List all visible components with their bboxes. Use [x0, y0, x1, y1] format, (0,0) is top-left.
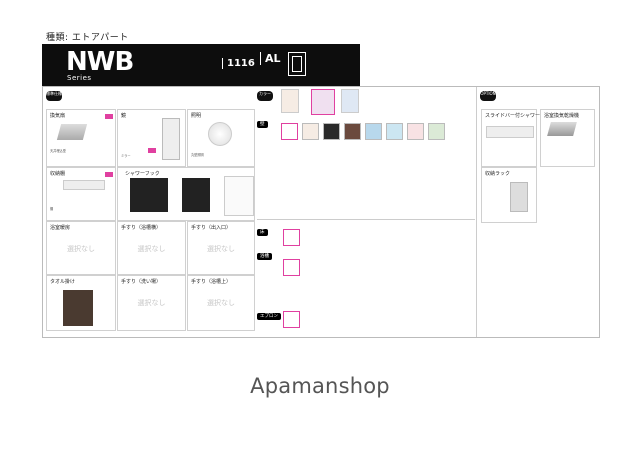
- door-icon: [288, 52, 306, 76]
- page-caption: 種類: エトアパート: [46, 33, 129, 43]
- series-title: NWB: [66, 47, 134, 77]
- shower-photo-1: [130, 178, 168, 212]
- opt-dryer[interactable]: 浴室換気乾燥機: [540, 109, 595, 167]
- empty-label: 選択なし: [67, 245, 95, 253]
- item-fan[interactable]: 換気扇 天井埋込型: [46, 109, 116, 167]
- size-label: 1116: [222, 58, 255, 69]
- tub-label: 浴槽: [257, 253, 272, 260]
- floor-swatch[interactable]: [283, 229, 300, 246]
- tub-swatch[interactable]: [283, 259, 300, 276]
- item-towel-title: タオル掛け: [50, 279, 76, 285]
- std-tag: [105, 172, 113, 177]
- item-shelf[interactable]: 収納棚 棚: [46, 167, 116, 221]
- item-mirror[interactable]: 鏡 ミラー: [117, 109, 186, 167]
- panel-basic[interactable]: [281, 89, 299, 113]
- item-light-desc: 丸型照明: [191, 153, 204, 157]
- item-rail-bath[interactable]: 手すり（浴槽横） 選択なし: [117, 221, 186, 275]
- floor-label: 床: [257, 229, 268, 236]
- standard-badge-label: 標準仕様: [46, 91, 62, 96]
- item-rail-bath-title: 手すり（浴槽横）: [121, 225, 162, 231]
- opt-rack-title: 収納ラック: [485, 171, 511, 177]
- divider: [257, 219, 475, 220]
- opt-dryer-title: 浴室換気乾燥機: [544, 113, 580, 119]
- item-rail-entry-title: 手すり（出入口）: [191, 225, 232, 231]
- item-rail-top[interactable]: 手すり（浴槽上） 選択なし: [187, 275, 255, 331]
- color-badge: カラー: [257, 91, 273, 101]
- opt-shower-bar-title: スライドバー付シャワー: [485, 113, 541, 119]
- item-shower-title: シャワーフック: [125, 171, 160, 177]
- item-rail-top-title: 手すり（浴槽上）: [191, 279, 232, 285]
- item-towel[interactable]: タオル掛け: [46, 275, 116, 331]
- series-banner: NWB Series 1116 AL: [42, 44, 360, 86]
- wall-swatch-blue[interactable]: [365, 123, 382, 140]
- shower-detail: [224, 176, 254, 216]
- empty-label: 選択なし: [137, 245, 166, 253]
- item-mirror-desc: ミラー: [121, 154, 131, 158]
- item-heater[interactable]: 浴室暖房 選択なし: [46, 221, 116, 275]
- rack-icon: [510, 182, 528, 212]
- wall-swatch-beige[interactable]: [302, 123, 319, 140]
- wall-swatch-lightblue[interactable]: [386, 123, 403, 140]
- item-shelf-title: 収納棚: [50, 171, 66, 177]
- item-shelf-desc: 棚: [50, 207, 54, 211]
- color-badge-label: カラー: [259, 91, 271, 96]
- std-tag: [105, 114, 113, 119]
- wall-swatch-white[interactable]: [281, 123, 298, 140]
- mirror-icon: [162, 118, 180, 160]
- option-divider: [476, 87, 477, 337]
- item-heater-title: 浴室暖房: [50, 225, 71, 231]
- wall-swatch-brown[interactable]: [344, 123, 361, 140]
- empty-label: 選択なし: [207, 299, 235, 307]
- opt-rack[interactable]: 収納ラック: [481, 167, 537, 223]
- shelf-icon: [63, 180, 105, 190]
- standard-badge: 標準仕様: [46, 91, 62, 101]
- empty-label: 選択なし: [137, 299, 166, 307]
- shower-photo-2: [182, 178, 210, 212]
- door-inner-icon: [292, 56, 302, 72]
- door-label: AL: [260, 52, 281, 65]
- wall-swatch-black[interactable]: [323, 123, 340, 140]
- series-subtitle: Series: [67, 74, 92, 82]
- item-light[interactable]: 照明 丸型照明: [187, 109, 255, 167]
- wall-swatch-pink[interactable]: [407, 123, 424, 140]
- wall-swatch-green[interactable]: [428, 123, 445, 140]
- item-rail-wash-title: 手すり（洗い場）: [121, 279, 162, 285]
- dryer-icon: [547, 122, 577, 136]
- item-shower[interactable]: シャワーフック: [117, 167, 255, 221]
- panel-combi[interactable]: [341, 89, 359, 113]
- item-light-title: 照明: [191, 113, 202, 119]
- light-icon: [208, 122, 232, 146]
- fan-icon: [56, 124, 88, 140]
- opt-shower-bar[interactable]: スライドバー付シャワー: [481, 109, 541, 167]
- towel-photo: [63, 290, 93, 326]
- std-tag: [148, 148, 156, 153]
- empty-label: 選択なし: [207, 245, 235, 253]
- shower-bar-icon: [486, 126, 534, 138]
- item-mirror-title: 鏡: [121, 113, 127, 119]
- item-fan-desc: 天井埋込型: [50, 149, 66, 153]
- footer-brand: Apamanshop: [250, 374, 390, 398]
- option-badge-label: OPTION: [480, 91, 496, 96]
- item-fan-title: 換気扇: [50, 113, 66, 119]
- apron-swatch[interactable]: [283, 311, 300, 328]
- panel-accent[interactable]: [311, 89, 335, 115]
- wall-label: 壁: [257, 121, 268, 128]
- item-rail-entry[interactable]: 手すり（出入口） 選択なし: [187, 221, 255, 275]
- apron-label: エプロン: [257, 313, 281, 320]
- spec-sheet: 標準仕様 換気扇 天井埋込型 鏡 ミラー 照明 丸型照明 収納棚 棚 シャワーフ…: [42, 86, 600, 338]
- option-badge: OPTION: [480, 91, 496, 101]
- item-rail-wash[interactable]: 手すり（洗い場） 選択なし: [117, 275, 186, 331]
